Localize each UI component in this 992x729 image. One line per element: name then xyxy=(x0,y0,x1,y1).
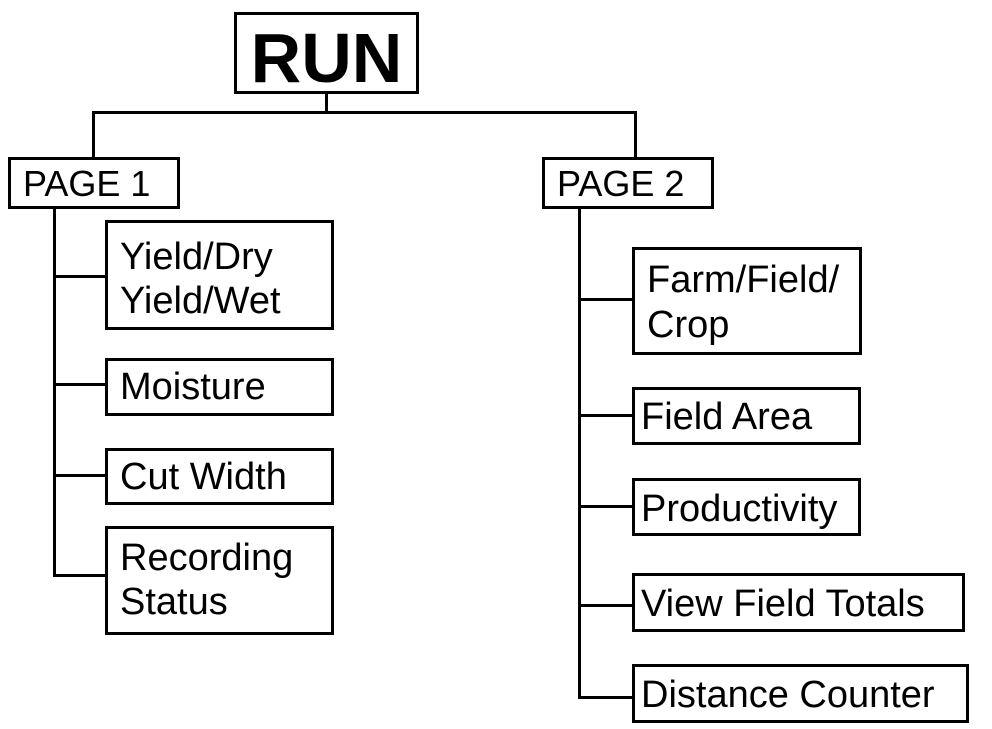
root-stem-line xyxy=(325,93,328,114)
moisture-box: Moisture xyxy=(105,358,334,416)
field-area-box: Field Area xyxy=(632,387,861,445)
item-label: Cut Width xyxy=(120,456,287,498)
item-label-line2: Status xyxy=(120,581,228,623)
view-field-totals-box: View Field Totals xyxy=(632,573,965,632)
page2-branch-line xyxy=(578,505,634,508)
farm-field-crop-box: Farm/Field/ Crop xyxy=(632,247,862,355)
cut-width-box: Cut Width xyxy=(105,448,334,505)
page1-drop-line xyxy=(92,111,95,158)
page2-label: PAGE 2 xyxy=(557,163,685,204)
recording-status-box: Recording Status xyxy=(105,526,334,635)
page2-drop-line xyxy=(634,111,637,158)
yield-dry-wet-box: Yield/Dry Yield/Wet xyxy=(105,220,334,330)
page2-branch-line xyxy=(578,604,634,607)
item-label: Yield/Dry xyxy=(120,236,273,278)
page1-label: PAGE 1 xyxy=(23,163,151,204)
page1-branch-line xyxy=(53,574,107,577)
run-label: RUN xyxy=(250,19,403,97)
page1-branch-line xyxy=(53,383,107,386)
distance-counter-box: Distance Counter xyxy=(632,664,969,723)
run-box: RUN xyxy=(234,12,419,94)
root-branch-line xyxy=(92,111,637,114)
page2-box: PAGE 2 xyxy=(542,157,714,209)
item-label-line2: Crop xyxy=(647,304,730,346)
page1-branch-line xyxy=(53,275,107,278)
item-label: View Field Totals xyxy=(641,583,925,625)
item-label-line2: Yield/Wet xyxy=(120,280,281,322)
page2-spine-line xyxy=(578,208,581,699)
page2-branch-line xyxy=(578,298,634,301)
page2-branch-line xyxy=(578,414,634,417)
item-label: Recording xyxy=(120,537,294,579)
item-label: Farm/Field/ xyxy=(647,259,840,301)
item-label: Moisture xyxy=(120,366,266,408)
page1-spine-line xyxy=(53,208,56,577)
item-label: Field Area xyxy=(641,396,813,438)
page1-branch-line xyxy=(53,474,107,477)
item-label: Productivity xyxy=(641,488,838,530)
item-label: Distance Counter xyxy=(641,674,935,716)
productivity-box: Productivity xyxy=(632,478,861,536)
page1-box: PAGE 1 xyxy=(8,157,180,209)
page2-branch-line xyxy=(578,696,634,699)
